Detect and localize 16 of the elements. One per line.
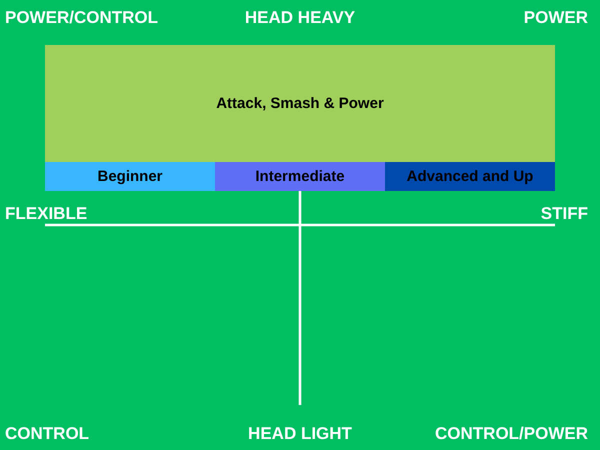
band-label: Attack, Smash & Power — [216, 95, 384, 112]
axis-label: HEAD LIGHT — [248, 424, 352, 444]
level-band — [385, 162, 555, 191]
axis-label: POWER/CONTROL — [5, 8, 158, 28]
axis-label: STIFF — [540, 204, 588, 224]
axis-label: HEAD HEAVY — [244, 8, 356, 28]
axis-label: POWER — [524, 8, 588, 28]
category-band — [45, 45, 555, 162]
axis-label: CONTROL — [5, 424, 90, 444]
band-label: Advanced and Up — [406, 168, 534, 185]
level-band — [215, 162, 385, 191]
level-band — [45, 162, 215, 191]
axis-label: FLEXIBLE — [5, 204, 88, 224]
band-label: Beginner — [97, 168, 162, 185]
band-label: Intermediate — [255, 168, 345, 185]
axis-label: CONTROL/POWER — [435, 424, 588, 444]
